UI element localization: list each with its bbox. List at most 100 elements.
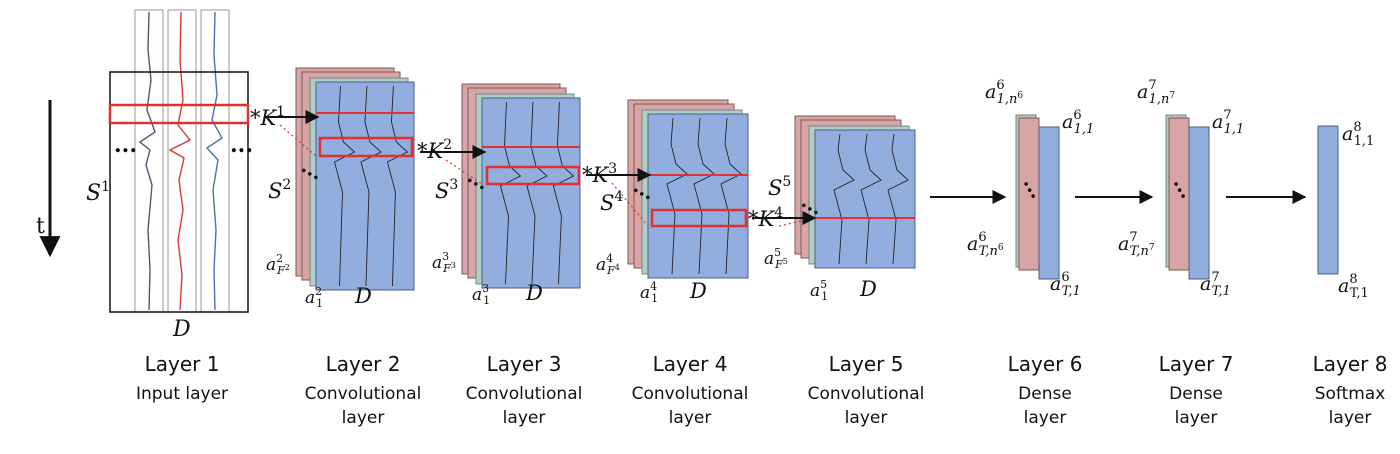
seismic-trace-3 <box>205 11 223 311</box>
layer-6-description: Dense layer <box>1018 382 1072 430</box>
layer-7-description: Dense layer <box>1169 382 1223 430</box>
layer-2-description: Convolutional layer <box>305 382 422 430</box>
feature-trace-3 <box>887 133 909 265</box>
conv-window <box>485 165 581 186</box>
time-axis: t <box>36 100 61 258</box>
layer-5-title: Layer 5 <box>828 352 904 376</box>
input-ellipsis-right: ... <box>230 132 253 158</box>
layer-description-line-2: layer <box>844 408 888 428</box>
layer-description-line-1: Convolutional <box>465 384 583 404</box>
stack-size-label: S2 <box>268 177 291 203</box>
feature-trace-2 <box>360 85 382 287</box>
layer-description-line-1: Convolutional <box>807 384 925 404</box>
input-layer: ... ... S1 D <box>86 9 253 342</box>
trace-count-label: D <box>354 284 372 308</box>
layer-4-description: Convolutional layer <box>632 382 749 430</box>
trace-column-2 <box>167 9 197 313</box>
feature-map-front <box>814 129 916 269</box>
layer-description-line-1: Dense <box>1018 384 1072 404</box>
trace-count-label: D <box>689 279 707 303</box>
kernel-label: *K1 <box>250 104 285 130</box>
input-D-label: D <box>172 317 191 342</box>
layer-8-description: Softmax layer <box>1315 382 1386 430</box>
layer-3-description: Convolutional layer <box>466 382 583 430</box>
conv-window <box>318 136 414 158</box>
layer-description-line-2: layer <box>1023 408 1067 428</box>
stack-size-label: S3 <box>435 177 458 203</box>
layer-description-line-2: layer <box>668 408 712 428</box>
layer-description-line-2: layer <box>502 408 546 428</box>
trace-count-label: D <box>859 277 877 301</box>
kernel-label: *K4 <box>748 205 783 231</box>
stack-size-label: S5 <box>768 174 791 200</box>
dense-block-blue <box>1038 126 1060 280</box>
time-label: t <box>36 214 45 239</box>
layer-description-line-2: layer <box>1328 408 1372 428</box>
layer-description-line-1: Input layer <box>135 384 229 404</box>
kernel-label: *K2 <box>417 137 452 163</box>
feature-trace-3 <box>386 85 409 287</box>
seismic-trace-2 <box>168 11 192 311</box>
layer-description-line-1: Softmax <box>1314 384 1386 404</box>
layer-7-title: Layer 7 <box>1158 352 1234 376</box>
layer-4-title: Layer 4 <box>652 352 728 376</box>
layer-description-line-1: Convolutional <box>631 384 749 404</box>
layer-description-line-1: Convolutional <box>304 384 422 404</box>
trace-count-label: D <box>525 281 543 305</box>
input-ellipsis-left: ... <box>114 132 137 158</box>
softmax-block <box>1317 125 1339 275</box>
layer-description-line-2: layer <box>1174 408 1218 428</box>
layer-3-title: Layer 3 <box>486 352 562 376</box>
layer-5-description: Convolutional layer <box>808 382 925 430</box>
receptive-field-guide <box>445 159 483 185</box>
feature-map-front <box>481 97 581 289</box>
layer-6-title: Layer 6 <box>1007 352 1083 376</box>
stack-size-label: S4 <box>600 189 623 215</box>
kernel-label: *K3 <box>582 161 617 187</box>
input-S-label: S1 <box>86 179 110 206</box>
feature-trace-2 <box>860 133 882 265</box>
dense-block-blue <box>1188 126 1210 280</box>
layer-1-description: Input layer <box>136 382 228 406</box>
trace-column-3 <box>200 9 230 313</box>
layer-1-title: Layer 1 <box>144 352 220 376</box>
feature-trace-1 <box>833 133 855 265</box>
layer-description-line-1: Dense <box>1169 384 1223 404</box>
input-window-frame <box>109 71 249 313</box>
layer-description-line-2: layer <box>341 408 385 428</box>
receptive-field-guide <box>611 182 649 227</box>
conv-window <box>650 208 748 228</box>
seismic-trace-1 <box>138 11 156 311</box>
layer-8-title: Layer 8 <box>1312 352 1388 376</box>
feature-trace-1 <box>333 85 356 287</box>
layer-2-title: Layer 2 <box>325 352 401 376</box>
